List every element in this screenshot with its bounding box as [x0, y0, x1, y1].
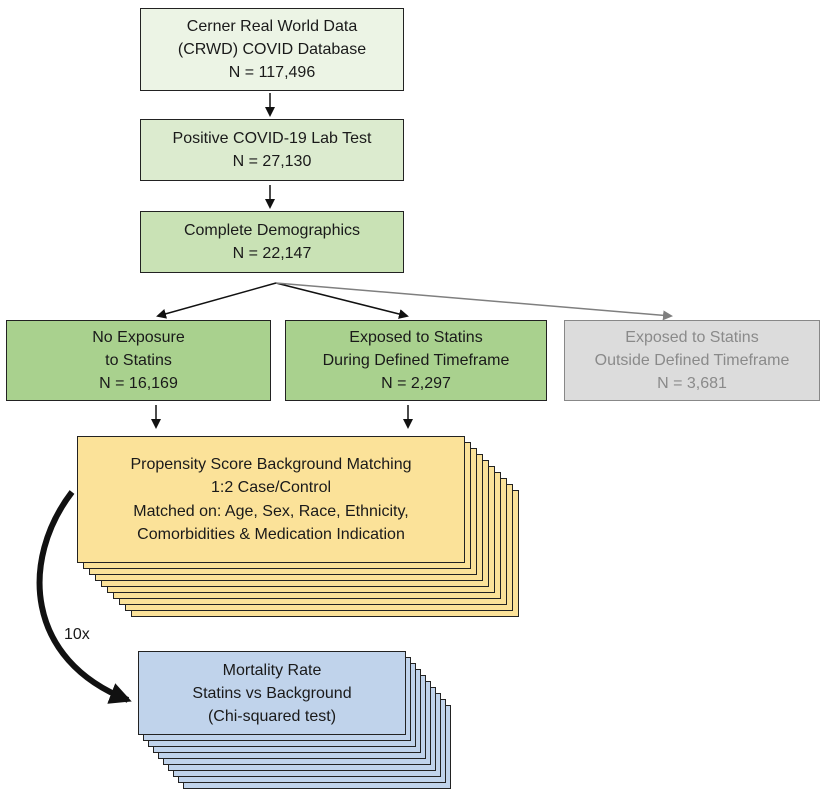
positive-test-box: Positive COVID-19 Lab Test N = 27,130 [140, 119, 404, 181]
database-line-2: (CRWD) COVID Database [177, 41, 367, 58]
mortality-test: (Chi-squared test) [207, 707, 337, 725]
matching-box: Propensity Score Background Matching 1:2… [77, 436, 465, 563]
arrow-demographics-to-exposed-during [275, 282, 409, 319]
exposed-during-line-1: Exposed to Statins [349, 329, 483, 346]
exposed-during-box: Exposed to Statins During Defined Timefr… [285, 320, 547, 401]
exposed-outside-count: N = 3,681 [657, 375, 727, 392]
database-line-1: Cerner Real World Data [186, 18, 358, 35]
mortality-box: Mortality Rate Statins vs Background (Ch… [138, 651, 406, 735]
no-exposure-box: No Exposure to Statins N = 16,169 [6, 320, 271, 401]
demographics-box: Complete Demographics N = 22,147 [140, 211, 404, 273]
matching-title: Propensity Score Background Matching [130, 455, 412, 473]
no-exposure-line-1: No Exposure [92, 329, 185, 346]
demographics-label: Complete Demographics [183, 222, 361, 239]
positive-test-count: N = 27,130 [232, 153, 312, 170]
arrow-demographics-to-exposed-outside [275, 282, 673, 321]
arrow-demographics-to-no-exposure [156, 282, 277, 319]
exposed-during-line-2: During Defined Timeframe [322, 352, 510, 369]
exposed-outside-line-2: Outside Defined Timeframe [594, 352, 790, 369]
no-exposure-count: N = 16,169 [99, 375, 178, 392]
demographics-count: N = 22,147 [232, 245, 312, 262]
exposed-outside-box: Exposed to Statins Outside Defined Timef… [564, 320, 820, 401]
matching-criteria-2: Comorbidities & Medication Indication [137, 526, 405, 543]
positive-test-label: Positive COVID-19 Lab Test [172, 130, 372, 147]
matching-criteria-1: Matched on: Age, Sex, Race, Ethnicity, [133, 502, 409, 520]
database-count: N = 117,496 [228, 64, 316, 81]
loop-count-label: 10x [64, 626, 90, 643]
mortality-comparison: Statins vs Background [192, 684, 352, 702]
matching-ratio: 1:2 Case/Control [210, 479, 332, 496]
no-exposure-line-2: to Statins [105, 352, 172, 369]
exposed-during-count: N = 2,297 [381, 375, 451, 392]
database-box: Cerner Real World Data (CRWD) COVID Data… [140, 8, 404, 91]
mortality-title: Mortality Rate [222, 661, 322, 679]
exposed-outside-line-1: Exposed to Statins [625, 329, 759, 346]
